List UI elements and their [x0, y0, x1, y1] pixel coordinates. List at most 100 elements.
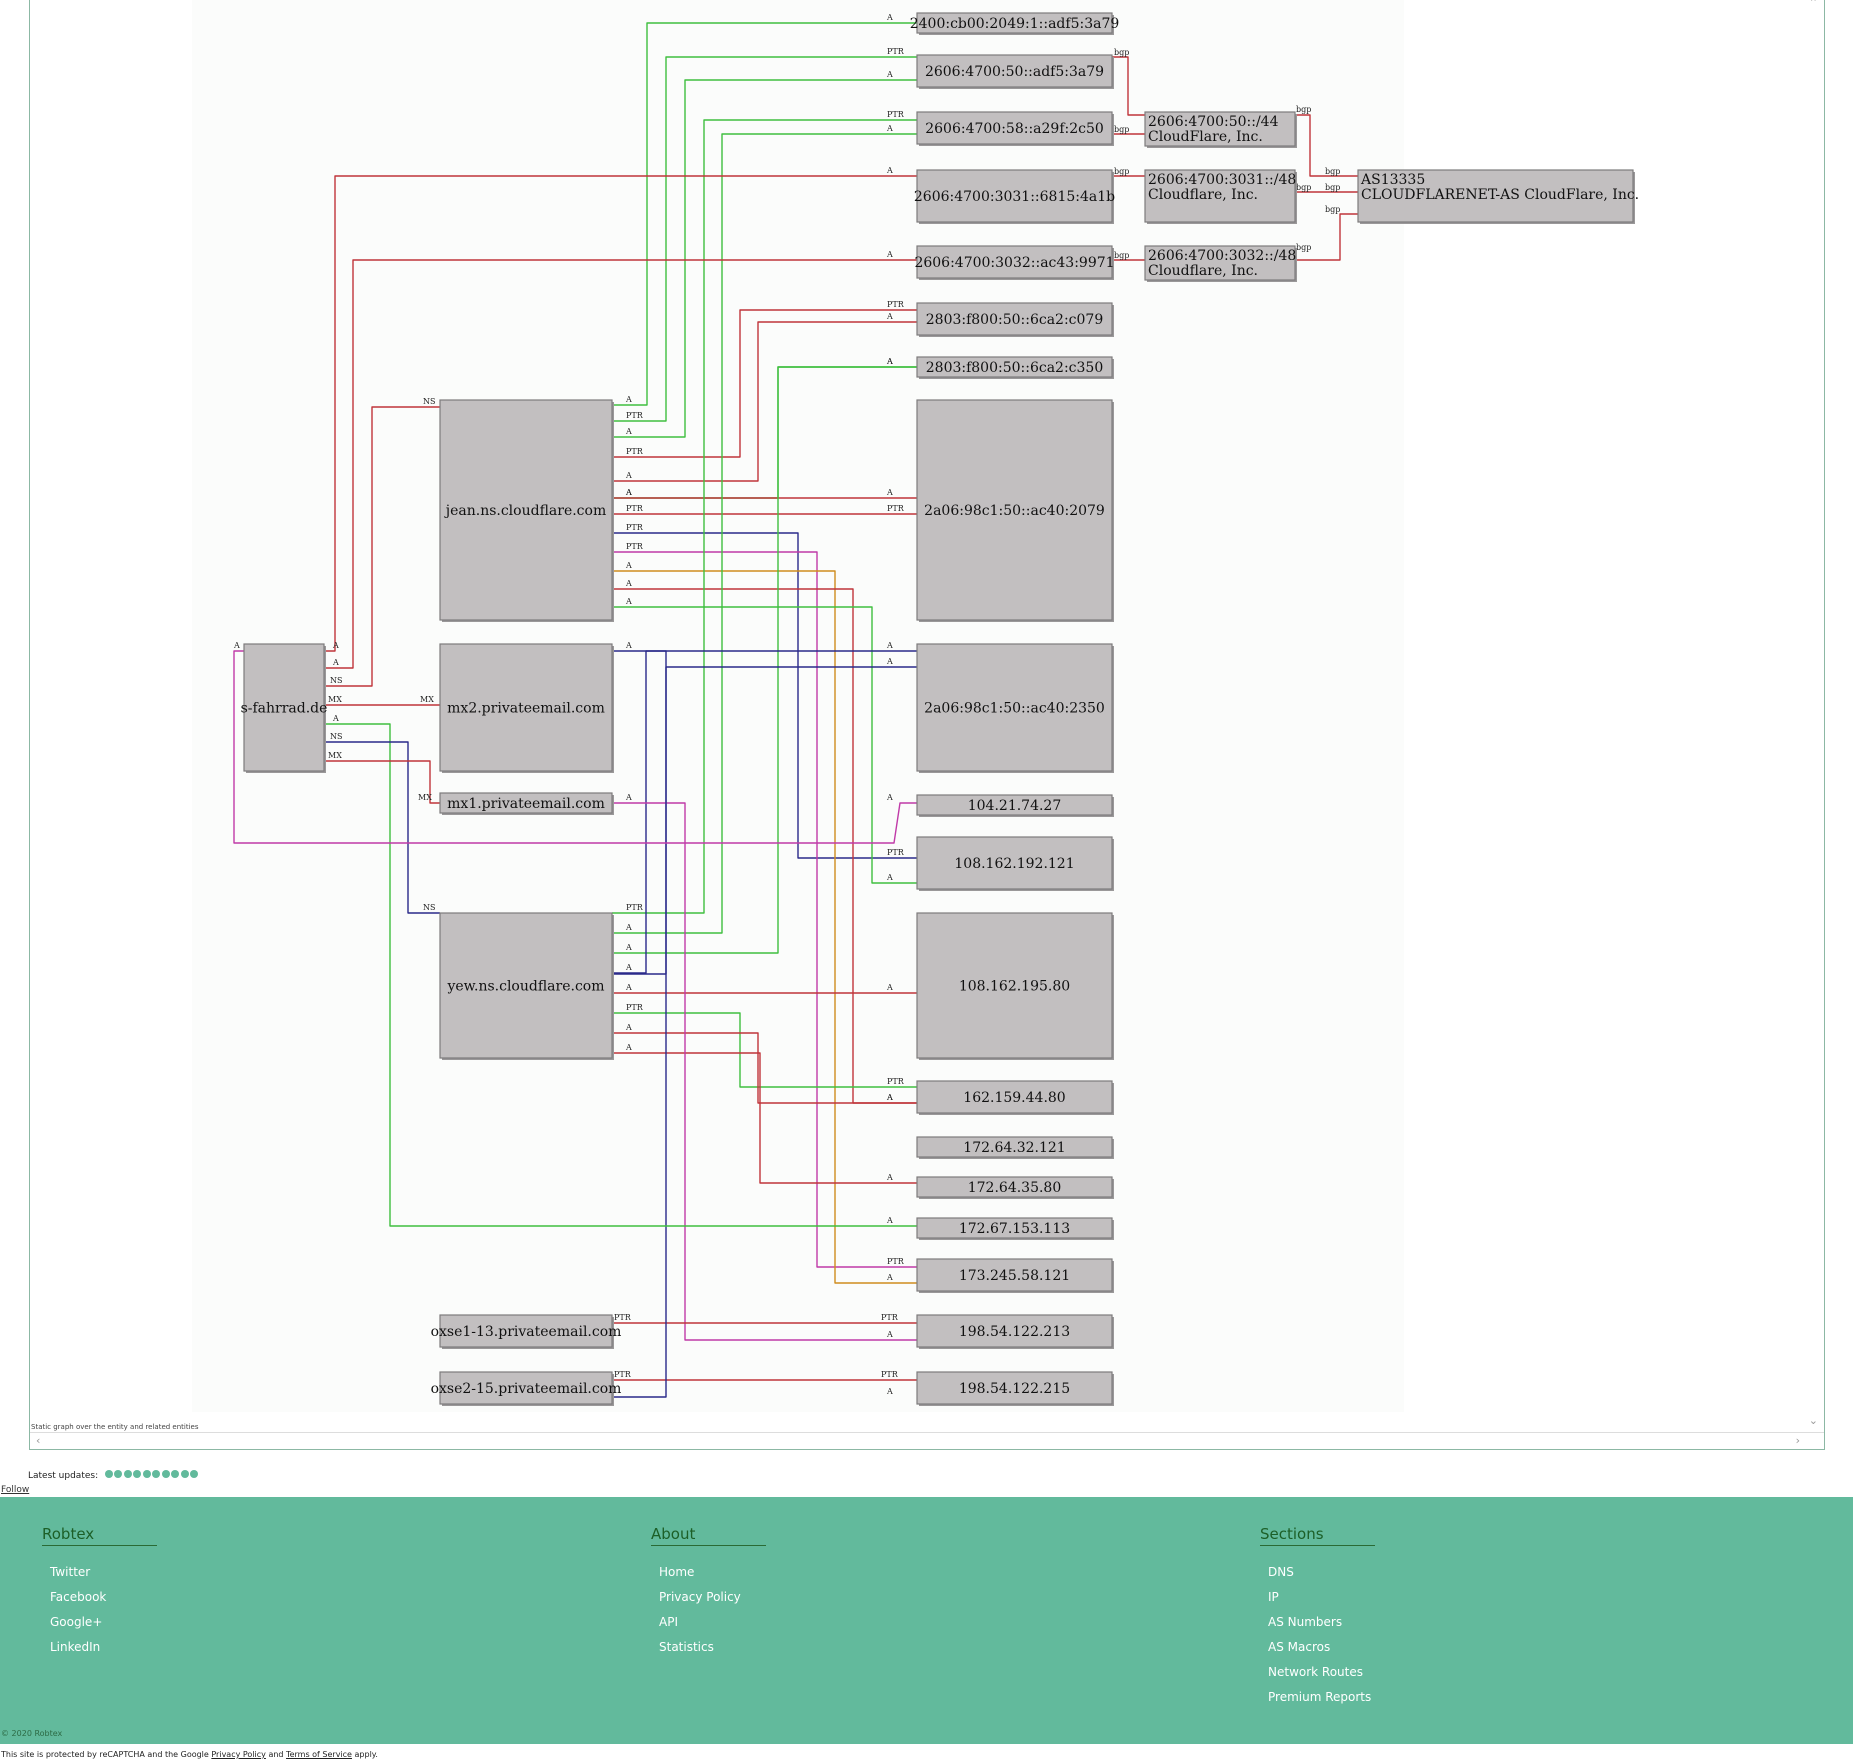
graph-node-ip9[interactable]: 198.54.122.213	[916, 1314, 1114, 1349]
graph-node-sf[interactable]: s-fahrrad.de	[241, 643, 328, 773]
edge-label: A	[332, 658, 339, 667]
node-box	[1357, 169, 1634, 223]
graph-node-v6a[interactable]: 2400:cb00:2049:1::adf5:3a79	[910, 12, 1120, 35]
update-dot[interactable]	[180, 1470, 189, 1478]
graph-node-ip1[interactable]: 104.21.74.27	[916, 794, 1114, 817]
graph-node-ip7[interactable]: 172.67.153.113	[916, 1217, 1114, 1240]
scroll-down-arrow-icon[interactable]: ⌄	[1808, 1414, 1818, 1427]
edge-label: A	[886, 124, 893, 133]
edge-jean-10	[612, 570, 917, 1284]
footer-link-linkedin[interactable]: LinkedIn	[50, 1640, 101, 1654]
graph-node-ip4[interactable]: 162.159.44.80	[916, 1080, 1114, 1115]
follow-link[interactable]: Follow	[1, 1485, 30, 1495]
node-label: 108.162.195.80	[959, 979, 1070, 995]
update-dot[interactable]	[133, 1470, 142, 1478]
node-label: 2606:4700:3031::/48	[1148, 172, 1296, 188]
edge-label: A	[886, 1330, 893, 1339]
node-label: AS13335	[1360, 172, 1425, 188]
footer-link-privacy-policy[interactable]: Privacy Policy	[659, 1590, 741, 1604]
node-box	[916, 399, 1113, 621]
footer-link-home[interactable]: Home	[659, 1565, 695, 1579]
footer-link-twitter[interactable]: Twitter	[50, 1565, 91, 1579]
edge-label: A	[886, 13, 893, 22]
node-label: 108.162.192.121	[954, 856, 1074, 872]
graph-node-mx2[interactable]: mx2.privateemail.com	[439, 643, 614, 773]
node-box	[916, 1080, 1113, 1114]
footer-link-as-numbers[interactable]: AS Numbers	[1268, 1615, 1343, 1629]
graph-node-v6e[interactable]: 2606:4700:3032::ac43:9971	[914, 245, 1115, 280]
edge-label: A	[886, 250, 893, 259]
footer: Robtex Twitter Facebook Google+ LinkedIn…	[0, 1497, 1853, 1744]
update-dot[interactable]	[142, 1470, 151, 1478]
footer-link-as-macros[interactable]: AS Macros	[1268, 1640, 1331, 1654]
graph-node-v6i[interactable]: 2a06:98c1:50::ac40:2350	[916, 643, 1114, 773]
graph-node-ip8[interactable]: 173.245.58.121	[916, 1258, 1114, 1293]
graph-node-yew[interactable]: yew.ns.cloudflare.com	[439, 912, 614, 1060]
node-box	[439, 643, 613, 772]
edge-bgp-7	[1295, 213, 1358, 261]
node-box	[916, 111, 1113, 145]
graph-node-oxse2[interactable]: oxse2-15.privateemail.com	[431, 1371, 622, 1406]
update-dot[interactable]	[190, 1470, 199, 1478]
update-dot[interactable]	[171, 1470, 180, 1478]
edge-label: PTR	[887, 1077, 905, 1086]
edge-sf-a4	[233, 650, 917, 844]
edge-sf-a2	[324, 259, 917, 669]
node-label: 198.54.122.215	[959, 1381, 1070, 1397]
footer-link-statistics[interactable]: Statistics	[659, 1640, 714, 1654]
graph-node-v6c[interactable]: 2606:4700:58::a29f:2c50	[916, 111, 1114, 146]
graph-node-ip2[interactable]: 108.162.192.121	[916, 836, 1114, 891]
scroll-up-arrow-icon[interactable]: ⌃	[1808, 0, 1818, 9]
graph-node-jean[interactable]: jean.ns.cloudflare.com	[439, 399, 614, 622]
graph-node-ip5[interactable]: 172.64.32.121	[916, 1136, 1114, 1159]
graph-node-v6d[interactable]: 2606:4700:3031::6815:4a1b	[914, 169, 1115, 224]
graph-caption: Static graph over the entity and related…	[31, 1423, 199, 1431]
scroll-left-arrow-icon[interactable]: ‹	[36, 1434, 41, 1447]
scroll-right-arrow-icon[interactable]: ›	[1795, 1434, 1800, 1447]
edge-label: A	[625, 641, 632, 650]
edge-label: A	[625, 963, 632, 972]
edge-label: PTR	[887, 300, 905, 309]
graph-node-v6h[interactable]: 2a06:98c1:50::ac40:2079	[916, 399, 1114, 622]
footer-link-dns[interactable]: DNS	[1268, 1565, 1294, 1579]
footer-link-ip[interactable]: IP	[1268, 1590, 1279, 1604]
node-box	[916, 302, 1113, 336]
update-dot[interactable]	[104, 1470, 113, 1478]
recaptcha-terms-link[interactable]: Terms of Service	[286, 1750, 352, 1759]
update-dot[interactable]	[114, 1470, 123, 1478]
edge-oxse2-a	[612, 666, 917, 1398]
footer-link-googleplus[interactable]: Google+	[50, 1615, 103, 1629]
edge-label: NS	[330, 676, 342, 685]
update-dot[interactable]	[152, 1470, 161, 1478]
node-box	[916, 1136, 1113, 1158]
footer-link-api[interactable]: API	[659, 1615, 678, 1629]
recaptcha-prefix: This site is protected by reCAPTCHA and …	[1, 1750, 212, 1759]
footer-link-premium-reports[interactable]: Premium Reports	[1268, 1690, 1372, 1704]
update-dot[interactable]	[161, 1470, 170, 1478]
edge-yew-3	[612, 650, 917, 974]
footer-link-facebook[interactable]: Facebook	[50, 1590, 107, 1604]
graph-node-v6b[interactable]: 2606:4700:50::adf5:3a79	[916, 54, 1114, 89]
horizontal-scrollbar[interactable]: ‹ ›	[30, 1432, 1824, 1449]
edge-label: A	[886, 166, 893, 175]
graph-node-ip10[interactable]: 198.54.122.215	[916, 1371, 1114, 1406]
graph-node-v6g[interactable]: 2803:f800:50::6ca2:c350	[916, 356, 1114, 379]
edge-label: A	[886, 873, 893, 882]
graph-node-ip6[interactable]: 172.64.35.80	[916, 1176, 1114, 1199]
footer-link-network-routes[interactable]: Network Routes	[1268, 1665, 1364, 1679]
update-dot[interactable]	[123, 1470, 132, 1478]
recaptcha-privacy-link[interactable]: Privacy Policy	[211, 1750, 266, 1759]
node-label: 2400:cb00:2049:1::adf5:3a79	[910, 16, 1120, 32]
edge-label: A	[886, 1093, 893, 1102]
graph-node-v6f[interactable]: 2803:f800:50::6ca2:c079	[916, 302, 1114, 337]
edge-bgp-1	[1112, 56, 1145, 116]
graph-node-ip3[interactable]: 108.162.195.80	[916, 912, 1114, 1060]
graph-node-oxse1[interactable]: oxse1-13.privateemail.com	[431, 1314, 622, 1349]
graph-node-mx1[interactable]: mx1.privateemail.com	[439, 792, 614, 815]
update-dots[interactable]	[104, 1470, 200, 1481]
